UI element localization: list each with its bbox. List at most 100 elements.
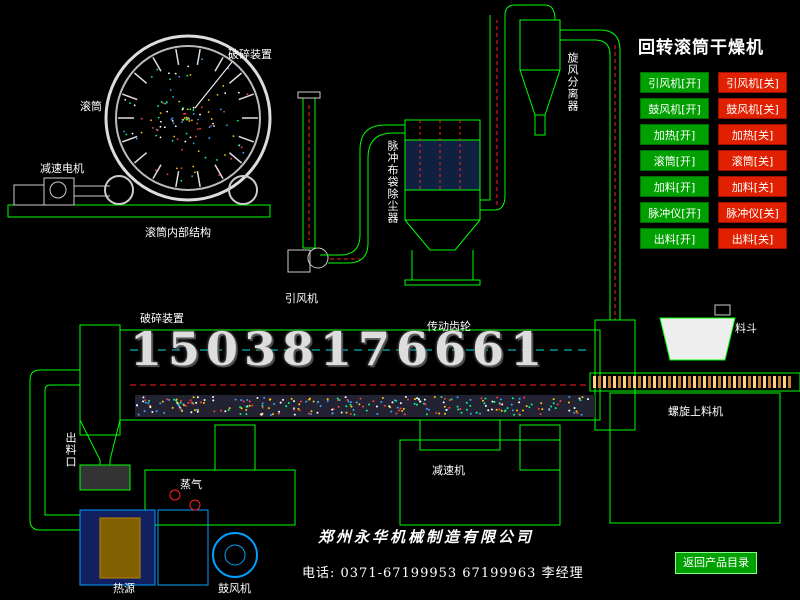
material-particle [140,117,143,120]
material-particle [168,398,171,401]
material-particle [407,398,410,401]
material-particle [155,134,158,137]
screw-flight [778,376,781,388]
screw-flight [598,376,601,388]
material-particle [219,108,222,111]
material-particle [148,399,151,402]
screw-flight [753,376,756,388]
material-particle [190,401,193,404]
screw-flight [663,376,666,388]
control-off-button[interactable]: 加热[关] [718,124,787,145]
material-particle [581,396,584,399]
material-particle [150,119,152,122]
drum-flight-line [196,171,201,188]
material-particle [199,113,201,116]
material-particle [162,102,164,104]
material-particle [218,174,221,176]
material-particle [417,398,420,401]
screw-flight [708,376,711,388]
drum-flight-line [121,135,138,143]
material-particle [518,413,521,416]
material-particle [268,398,271,401]
material-particle [156,68,159,71]
material-particle [129,102,131,105]
material-particle [292,400,295,403]
control-off-button[interactable]: 加料[关] [718,176,787,197]
material-particle [165,101,168,104]
control-off-button[interactable]: 引风机[关] [718,72,787,93]
control-on-button[interactable]: 加热[开] [640,124,709,145]
material-particle [245,409,248,412]
material-particle [196,122,199,125]
label-drum: 滚筒 [80,100,102,113]
material-particle [349,401,352,404]
material-particle [361,405,364,408]
material-particle [445,409,448,412]
material-particle [496,396,499,399]
material-particle [390,410,393,413]
material-particle [207,99,210,101]
material-particle [380,401,383,404]
material-particle [151,127,154,129]
material-particle [248,400,251,403]
material-particle [573,411,576,414]
material-particle [208,126,211,129]
control-on-button[interactable]: 加料[开] [640,176,709,197]
material-particle [587,398,590,401]
control-off-button[interactable]: 鼓风机[关] [718,98,787,119]
control-off-button[interactable]: 滚筒[关] [718,150,787,171]
control-off-button[interactable]: 出料[关] [718,228,787,249]
screw-flight [758,376,761,388]
material-particle [528,406,531,409]
material-particle [175,398,178,401]
material-particle [269,413,272,416]
material-particle [176,167,178,170]
screw-flight [643,376,646,388]
material-particle [287,402,290,405]
material-particle [176,402,179,405]
material-particle [344,396,347,399]
material-particle [172,122,175,125]
material-particle [337,405,340,408]
control-on-button[interactable]: 鼓风机[开] [640,98,709,119]
material-particle [516,409,519,412]
material-particle [475,411,478,414]
material-particle [480,397,483,400]
screw-flight [713,376,716,388]
material-particle [466,408,469,411]
material-particle [196,128,199,131]
screw-flight [743,376,746,388]
material-particle [419,400,422,403]
material-particle [433,396,436,399]
drum-flight-line [133,152,148,164]
material-particle [309,413,312,416]
material-particle [135,137,138,140]
control-on-button[interactable]: 脉冲仪[开] [640,202,709,223]
material-particle [312,400,315,403]
material-particle [133,104,136,107]
material-particle [240,399,243,402]
phone-watermark: 15038176661 [130,322,549,376]
control-on-button[interactable]: 滚筒[开] [640,150,709,171]
control-on-button[interactable]: 引风机[开] [640,72,709,93]
material-particle [142,400,145,403]
screw-flight [678,376,681,388]
material-particle [317,400,320,403]
back-to-catalog-button[interactable]: 返回产品目录 [675,552,757,574]
material-particle [293,413,296,416]
material-particle [238,144,241,147]
material-particle [240,407,243,410]
material-particle [537,407,540,410]
material-particle [435,411,438,414]
material-particle [220,409,223,412]
material-particle [345,405,348,408]
material-particle [388,405,391,408]
control-off-button[interactable]: 脉冲仪[关] [718,202,787,223]
material-particle [203,399,206,402]
control-on-button[interactable]: 出料[开] [640,228,709,249]
screw-flight [728,376,731,388]
material-particle [518,397,521,400]
material-particle [166,110,169,113]
material-particle [493,401,496,404]
label-hopper: 料斗 [735,322,757,335]
